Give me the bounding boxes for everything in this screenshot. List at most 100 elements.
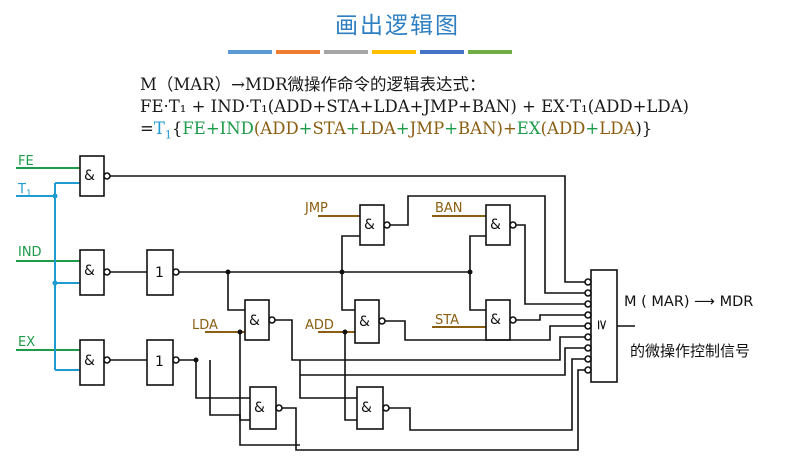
or-input-bubble xyxy=(584,344,592,352)
wire-not1-jmp xyxy=(341,235,360,272)
junction-dot xyxy=(225,269,231,275)
and-gate-ex-add-bubble xyxy=(382,404,390,412)
junction-dot xyxy=(52,280,58,286)
divider-bar xyxy=(324,50,368,54)
t1-sub: 1 xyxy=(26,189,32,199)
f3-t1-sub: 1 xyxy=(164,128,172,142)
divider-bar xyxy=(228,50,272,54)
f3-t1-text: T xyxy=(153,119,165,138)
f3-plus6: + xyxy=(585,119,600,138)
not-gate-2-bubble xyxy=(172,356,180,364)
and-gate-lda-bubble xyxy=(268,316,276,324)
wire-not2-exlda xyxy=(195,360,250,399)
arrow-right-icon: ⟶ xyxy=(694,294,715,310)
and-gate-add-symbol: & xyxy=(359,314,370,330)
output-mar: M ( MAR) xyxy=(624,294,690,310)
not-gate-1-symbol: 1 xyxy=(155,265,164,281)
input-ind-label: IND xyxy=(18,245,42,260)
wire-exadd-out xyxy=(389,358,585,431)
output-signal-label: M ( MAR) ⟶ MDR xyxy=(624,294,753,310)
f3-plus5: + xyxy=(444,119,459,138)
or-input-bubble xyxy=(584,366,592,374)
and-gate-ind-symbol: & xyxy=(84,263,95,279)
input-ex-label: EX xyxy=(18,335,35,350)
input-jmp-label: JMP xyxy=(304,201,328,216)
f3-ex: EX xyxy=(516,119,541,138)
wire-add-out xyxy=(385,320,585,341)
divider-bar xyxy=(420,50,464,54)
or-input-bubble xyxy=(584,333,592,341)
or-input-bubble xyxy=(584,311,592,319)
f3-paren2: )+ xyxy=(496,119,517,138)
f3-ind: IND xyxy=(219,119,254,138)
and-gate-ind-bubble xyxy=(103,268,111,276)
input-sta-label: STA xyxy=(435,313,459,328)
f3-close: )} xyxy=(635,119,653,138)
or-input-bubble xyxy=(584,278,592,286)
and-gate-ex xyxy=(79,339,105,386)
input-ban-label: BAN xyxy=(435,201,463,216)
page-title: 画出逻辑图 xyxy=(335,13,460,39)
not-gate-2 xyxy=(146,339,174,386)
junction-dot xyxy=(193,357,199,363)
wire-extra-out xyxy=(410,347,585,376)
f3-plus3: + xyxy=(345,119,360,138)
and-gate-ban-symbol: & xyxy=(490,217,501,233)
f3-add2: ADD xyxy=(547,119,586,138)
not-gate-1-bubble xyxy=(172,268,180,276)
wire-jmp-out xyxy=(390,195,585,294)
and-gate-sta-bubble xyxy=(509,316,517,324)
f3-add: ADD xyxy=(260,119,299,138)
f3-plus1: + xyxy=(205,119,220,138)
f3-lda2: LDA xyxy=(599,119,636,138)
divider-bar xyxy=(468,50,512,54)
wire-not1-add xyxy=(341,272,355,311)
junction-dot xyxy=(339,269,345,275)
wire-not1-sta xyxy=(469,272,486,311)
junction-dot xyxy=(342,329,348,335)
output-signal-desc: 的微操作控制信号 xyxy=(630,342,751,360)
f3-plus4: + xyxy=(395,119,410,138)
and-gate-sta-symbol: & xyxy=(490,312,501,328)
f3-sta: STA xyxy=(312,119,346,138)
and-gate-lda-symbol: & xyxy=(249,313,260,329)
t1-text: T xyxy=(17,182,26,197)
f3-fe: FE xyxy=(182,119,206,138)
or-input-bubble xyxy=(584,355,592,363)
f3-jmp: JMP xyxy=(409,119,445,138)
f3-paren1: ( xyxy=(253,119,261,138)
and-gate-jmp-symbol: & xyxy=(364,217,375,233)
input-lda-label: LDA xyxy=(192,318,218,333)
and-gate-ex-symbol: & xyxy=(84,353,95,369)
wire-not1-ban xyxy=(469,235,486,272)
formula-line-2: FE·T₁ + IND·T₁(ADD+STA+LDA+JMP+BAN) + EX… xyxy=(140,97,689,116)
f3-ban: BAN xyxy=(458,119,497,138)
input-fe-label: FE xyxy=(18,154,34,169)
not-gate-2-symbol: 1 xyxy=(155,354,164,370)
wire-ban-out xyxy=(516,224,585,305)
and-gate-jmp-bubble xyxy=(383,221,391,229)
and-gate-fe-bubble xyxy=(103,172,111,180)
wire-add-exadd xyxy=(344,332,357,421)
f3-lda: LDA xyxy=(359,119,396,138)
and-gate-ex-add-symbol: & xyxy=(361,400,372,416)
wire-and1-out xyxy=(110,175,585,283)
or-input-bubble xyxy=(584,289,592,297)
wire-exlda-add-top xyxy=(299,360,357,399)
output-mdr: MDR xyxy=(719,294,754,310)
or-gate-output-symbol: ≥ xyxy=(594,319,610,331)
f3-plus2: + xyxy=(298,119,313,138)
wire-lda-exlda xyxy=(239,332,250,421)
formula-line-3: =T1{FE+IND(ADD+STA+LDA+JMP+BAN)+EX(ADD+L… xyxy=(140,118,790,142)
f3-paren3: ( xyxy=(540,119,548,138)
wire-exlda-out xyxy=(282,369,585,451)
wire-sta-out xyxy=(516,314,585,321)
and-gate-add-bubble xyxy=(378,317,386,325)
input-t1-label: T1 xyxy=(17,182,32,199)
input-add-label: ADD xyxy=(305,318,334,333)
and-gate-ex-bubble xyxy=(103,356,111,364)
junction-dot xyxy=(52,193,58,199)
divider-bar xyxy=(372,50,416,54)
and-gate-ex-lda-bubble xyxy=(275,404,283,412)
